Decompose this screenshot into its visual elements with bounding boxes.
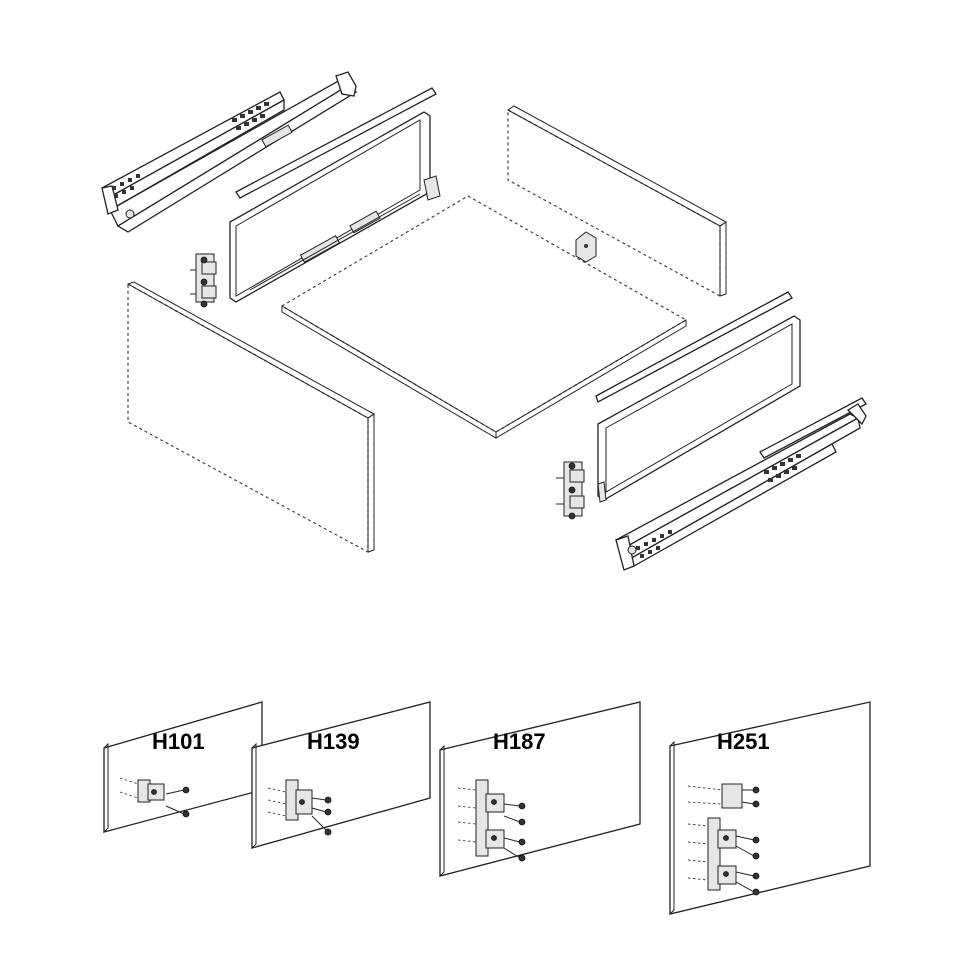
left-runner	[101, 71, 358, 233]
bracket-h101	[137, 779, 165, 803]
bottom-panel	[280, 195, 688, 439]
variant-h251: H251	[669, 701, 871, 916]
right-runner	[614, 397, 867, 571]
variant-h139: H139	[251, 701, 431, 850]
variant-label-h251: H251	[717, 729, 770, 754]
back-panel	[507, 105, 727, 298]
right-runner-holes	[636, 454, 801, 558]
variant-label-h187: H187	[493, 729, 546, 754]
bracket-h139	[285, 779, 313, 821]
left-front-bracket	[190, 253, 217, 308]
back-bracket	[575, 231, 597, 263]
variant-label-h101: H101	[152, 729, 205, 754]
screws-h187	[457, 787, 526, 862]
variant-h187: H187	[439, 701, 641, 878]
screws-h101	[119, 777, 190, 818]
left-side-panel	[126, 281, 375, 554]
variant-h101: H101	[103, 701, 263, 834]
variant-label-h139: H139	[307, 729, 360, 754]
screws-h139	[267, 787, 332, 836]
left-runner-holes	[112, 102, 269, 198]
left-drawer-side	[229, 87, 441, 303]
screws-h251	[687, 785, 760, 896]
right-drawer-side	[595, 291, 801, 503]
bracket-h251	[707, 783, 743, 891]
bracket-h187	[475, 779, 505, 857]
right-front-bracket	[556, 461, 585, 520]
